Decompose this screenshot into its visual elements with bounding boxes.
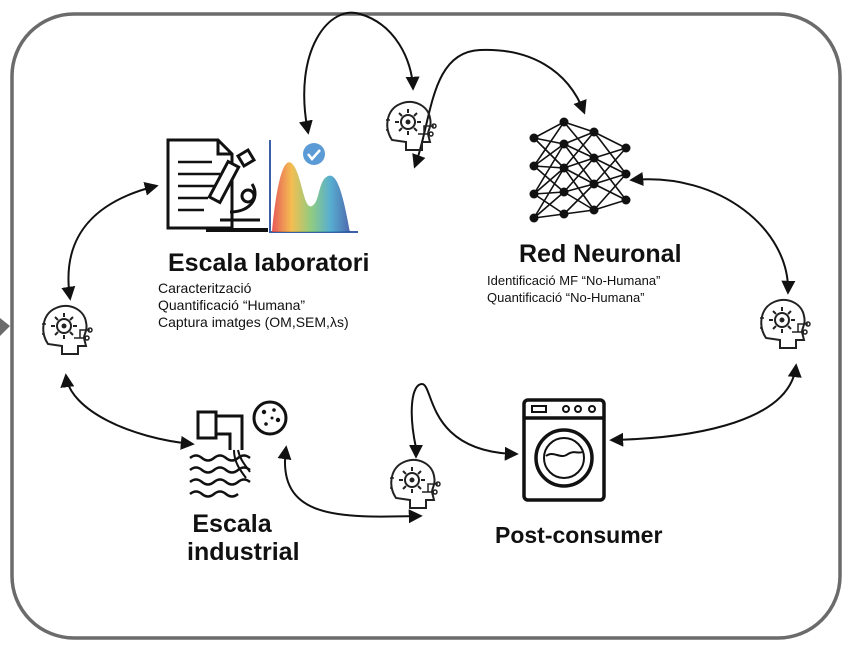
nn-line-quantification: Quantificació “No-Humana”: [487, 290, 645, 305]
entry-arrow: [0, 318, 10, 336]
arrow-lab-to-left-ai: [61, 181, 159, 301]
factory-outfall-icon: [189, 400, 288, 498]
washing-machine-icon: [522, 398, 606, 502]
outer-frame: [10, 12, 842, 640]
neural-network-title: Red Neuronal: [519, 240, 682, 268]
ai-head-icon-top: [385, 100, 437, 151]
lab-scale-title: Escala laboratori: [168, 249, 370, 277]
industrial-title-line-1: Escala: [192, 510, 272, 538]
industrial-title-line-2: industrial: [187, 538, 300, 566]
nn-line-identification: Identificació MF “No-Humana”: [487, 273, 661, 288]
ai-head-icon-left: [41, 304, 93, 355]
lab-line-quantification: Quantificació “Humana”: [158, 297, 306, 313]
arrow-industrial-to-bottom-ai: [277, 445, 423, 524]
lab-line-image-capture: Captura imatges (OM,SEM,λs): [158, 314, 349, 330]
document-microscope-icon: [166, 138, 268, 232]
ai-head-icon-bottom: [389, 458, 441, 509]
industrial-scale-title: Escala industrial: [187, 510, 300, 566]
ai-head-icon-right: [759, 298, 811, 349]
post-consumer-title: Post-consumer: [495, 522, 663, 548]
lab-line-characterization: Caracterització: [158, 280, 252, 296]
lab-scale-details: Caracterització Quantificació “Humana” C…: [158, 280, 349, 331]
neural-network-icon: [529, 117, 631, 223]
arrow-right-ai-to-washer: [609, 363, 802, 447]
neural-network-details: Identificació MF “No-Humana” Quantificac…: [487, 272, 660, 306]
arrow-bottom-ai-to-washer: [410, 382, 519, 461]
spectrum-chart-icon: [269, 140, 358, 233]
connector-arrows: [60, 11, 802, 524]
arrow-left-ai-to-industrial: [60, 373, 195, 450]
arrow-top-ai-to-network: [412, 48, 587, 169]
arrow-lab-to-top-ai: [298, 11, 420, 135]
arrow-network-to-right-ai: [629, 172, 796, 295]
